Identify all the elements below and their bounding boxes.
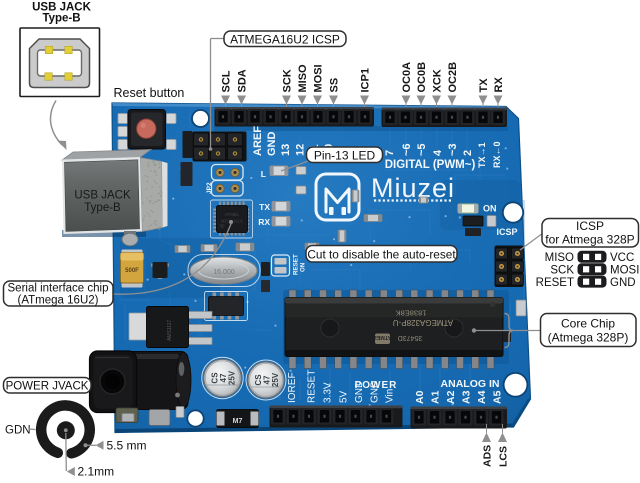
svg-text:ATMEL: ATMEL bbox=[225, 212, 240, 217]
svg-text:POWER: POWER bbox=[355, 380, 398, 391]
svg-text:ICSP: ICSP bbox=[576, 219, 604, 233]
svg-text:A1: A1 bbox=[430, 390, 442, 404]
svg-text:ATMEL: ATMEL bbox=[373, 334, 392, 340]
svg-text:5.5 mm: 5.5 mm bbox=[107, 438, 147, 452]
svg-text:POWER JVACK: POWER JVACK bbox=[6, 381, 89, 393]
svg-text:CS: CS bbox=[254, 374, 263, 386]
svg-text:47: 47 bbox=[219, 373, 228, 382]
svg-text:35473D: 35473D bbox=[398, 334, 423, 341]
svg-text:USB JACK: USB JACK bbox=[74, 190, 131, 202]
svg-text:SCK: SCK bbox=[550, 264, 574, 276]
svg-text:(Atmega 328P): (Atmega 328P) bbox=[548, 331, 629, 345]
svg-text:L: L bbox=[261, 169, 266, 179]
svg-text:OC2B: OC2B bbox=[447, 62, 459, 93]
svg-text:RESET: RESET bbox=[293, 254, 300, 275]
svg-text:16.000: 16.000 bbox=[213, 269, 235, 276]
svg-text:DIGITAL (PWM~): DIGITAL (PWM~) bbox=[385, 159, 476, 171]
svg-text:A0: A0 bbox=[414, 390, 426, 404]
svg-text:ATMEGA328P-U: ATMEGA328P-U bbox=[393, 318, 454, 327]
svg-text:47: 47 bbox=[263, 375, 272, 384]
svg-text:USB JACK: USB JACK bbox=[32, 2, 91, 14]
svg-text:A5: A5 bbox=[492, 390, 504, 404]
svg-text:AREF: AREF bbox=[252, 126, 264, 156]
svg-text:SS: SS bbox=[329, 78, 341, 93]
svg-text:2: 2 bbox=[462, 150, 474, 156]
svg-text:SCK: SCK bbox=[282, 69, 294, 92]
svg-text:~3: ~3 bbox=[447, 143, 459, 156]
svg-text:A4: A4 bbox=[476, 390, 488, 404]
svg-text:TX: TX bbox=[478, 78, 490, 93]
svg-text:SCL: SCL bbox=[221, 70, 233, 92]
svg-text:Reset button: Reset button bbox=[114, 86, 185, 100]
svg-text:XCK: XCK bbox=[432, 69, 444, 92]
svg-text:~5: ~5 bbox=[416, 143, 428, 156]
svg-text:TX→1: TX→1 bbox=[477, 142, 487, 168]
svg-text:RX←0: RX←0 bbox=[492, 141, 502, 168]
svg-text:JP2: JP2 bbox=[206, 182, 213, 194]
svg-text:25V: 25V bbox=[228, 370, 237, 385]
svg-text:5V: 5V bbox=[339, 390, 350, 403]
svg-text:ICP1: ICP1 bbox=[360, 68, 372, 92]
svg-text:1838E8K: 1838E8K bbox=[396, 309, 427, 318]
svg-text:7: 7 bbox=[384, 150, 396, 156]
svg-text:3.3V: 3.3V bbox=[323, 382, 334, 403]
svg-text:ANALOG IN: ANALOG IN bbox=[441, 378, 500, 390]
svg-text:GND: GND bbox=[266, 132, 278, 157]
svg-text:A3: A3 bbox=[461, 390, 473, 404]
svg-text:ON: ON bbox=[483, 204, 497, 214]
svg-text:A2: A2 bbox=[445, 390, 457, 404]
svg-text:MOSI: MOSI bbox=[313, 64, 325, 92]
svg-text:MISO: MISO bbox=[297, 64, 309, 93]
svg-text:Vin: Vin bbox=[385, 389, 396, 403]
svg-text:4: 4 bbox=[432, 149, 444, 156]
svg-text:GND: GND bbox=[370, 381, 381, 403]
svg-text:LCS: LCS bbox=[498, 446, 510, 467]
svg-text:Type-B: Type-B bbox=[42, 13, 80, 25]
svg-text:RESET: RESET bbox=[307, 370, 318, 403]
svg-text:ADS: ADS bbox=[482, 445, 494, 467]
svg-text:MOSI: MOSI bbox=[610, 264, 639, 276]
svg-text:IOREF: IOREF bbox=[287, 372, 298, 403]
svg-text:GND: GND bbox=[354, 381, 365, 403]
svg-text:12: 12 bbox=[295, 144, 307, 156]
svg-text:ICSP: ICSP bbox=[496, 227, 517, 237]
svg-text:AMS1117: AMS1117 bbox=[167, 320, 173, 341]
svg-text:(ATmega 16U2): (ATmega 16U2) bbox=[18, 295, 99, 307]
svg-text:SDA: SDA bbox=[237, 69, 249, 92]
svg-text:Miuzei: Miuzei bbox=[371, 173, 455, 203]
svg-text:Type-B: Type-B bbox=[84, 202, 121, 214]
svg-text:MISO: MISO bbox=[545, 252, 574, 264]
svg-text:Core Chip: Core Chip bbox=[561, 317, 615, 331]
svg-text:OC0B: OC0B bbox=[416, 62, 428, 93]
svg-text:13: 13 bbox=[280, 144, 292, 156]
svg-text:Cut to disable the auto-reset: Cut to disable the auto-reset bbox=[307, 247, 456, 261]
svg-text:for Atmega 328P: for Atmega 328P bbox=[545, 233, 634, 247]
svg-text:2.1mm: 2.1mm bbox=[78, 465, 115, 479]
svg-text:RESET: RESET bbox=[536, 277, 574, 289]
svg-text:OC0A: OC0A bbox=[401, 62, 413, 93]
svg-text:RX: RX bbox=[258, 217, 270, 227]
svg-text:500F: 500F bbox=[125, 268, 139, 274]
svg-text:GND: GND bbox=[610, 277, 636, 289]
svg-text:25V: 25V bbox=[271, 372, 280, 387]
svg-text:M7: M7 bbox=[233, 418, 243, 425]
svg-text:VCC: VCC bbox=[610, 252, 634, 264]
svg-text:GDN: GDN bbox=[5, 425, 31, 437]
svg-text:Serial interface chip: Serial interface chip bbox=[8, 283, 109, 295]
svg-text:ATMEGA16U2 ICSP: ATMEGA16U2 ICSP bbox=[230, 33, 340, 47]
svg-text:RX: RX bbox=[493, 77, 505, 93]
svg-text:CS: CS bbox=[211, 372, 220, 384]
svg-text:ON: ON bbox=[300, 262, 307, 272]
svg-text:TX: TX bbox=[259, 202, 270, 212]
svg-text:~6: ~6 bbox=[401, 143, 413, 156]
svg-text:Pin-13 LED: Pin-13 LED bbox=[314, 149, 376, 163]
